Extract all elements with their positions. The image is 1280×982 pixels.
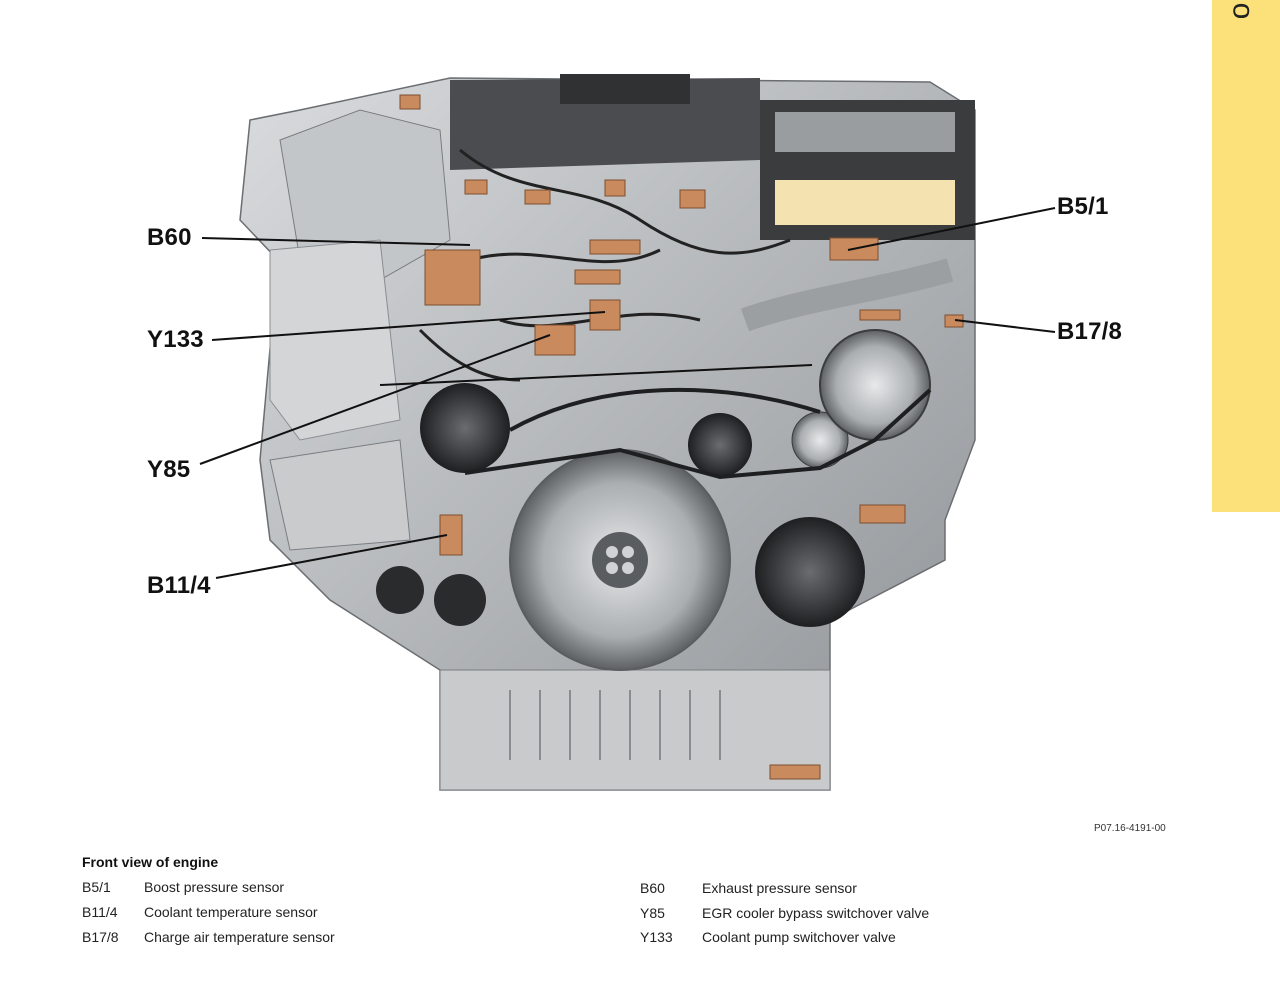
callout-b11-4: B11/4 bbox=[147, 572, 211, 599]
callout-b60: B60 bbox=[147, 224, 192, 251]
legend-code: Y133 bbox=[640, 929, 673, 945]
legend-description: Boost pressure sensor bbox=[144, 879, 285, 895]
legend-description: Coolant pump switchover valve bbox=[702, 929, 896, 945]
legend-code: B11/4 bbox=[82, 904, 118, 920]
chapter-side-tab bbox=[1212, 0, 1280, 512]
legend-code: B5/1 bbox=[82, 879, 111, 895]
callout-b5-1: B5/1 bbox=[1057, 193, 1109, 220]
legend-code: Y85 bbox=[640, 905, 665, 921]
legend-code: B17/8 bbox=[82, 929, 119, 945]
callout-y85: Y85 bbox=[147, 456, 191, 483]
coolant-outlet bbox=[376, 566, 424, 614]
ac-compressor bbox=[755, 517, 865, 627]
caption-title: Front view of engine bbox=[82, 854, 219, 870]
crank-pulley bbox=[509, 449, 731, 671]
legend-description: Charge air temperature sensor bbox=[144, 929, 335, 945]
callout-y133: Y133 bbox=[147, 326, 204, 353]
callout-leaders bbox=[199, 207, 1056, 579]
idler-pulley bbox=[688, 413, 752, 477]
legend-description: Exhaust pressure sensor bbox=[702, 880, 857, 896]
legend-description: EGR cooler bypass switchover valve bbox=[702, 905, 930, 921]
alternator bbox=[819, 329, 931, 441]
legend-description: Coolant temperature sensor bbox=[144, 904, 318, 920]
legend-code: B60 bbox=[640, 880, 665, 896]
water-pump-pulley bbox=[420, 383, 510, 473]
callout-b17-8: B17/8 bbox=[1057, 318, 1123, 345]
figure-code: P07.16-4191-00 bbox=[1094, 823, 1166, 834]
